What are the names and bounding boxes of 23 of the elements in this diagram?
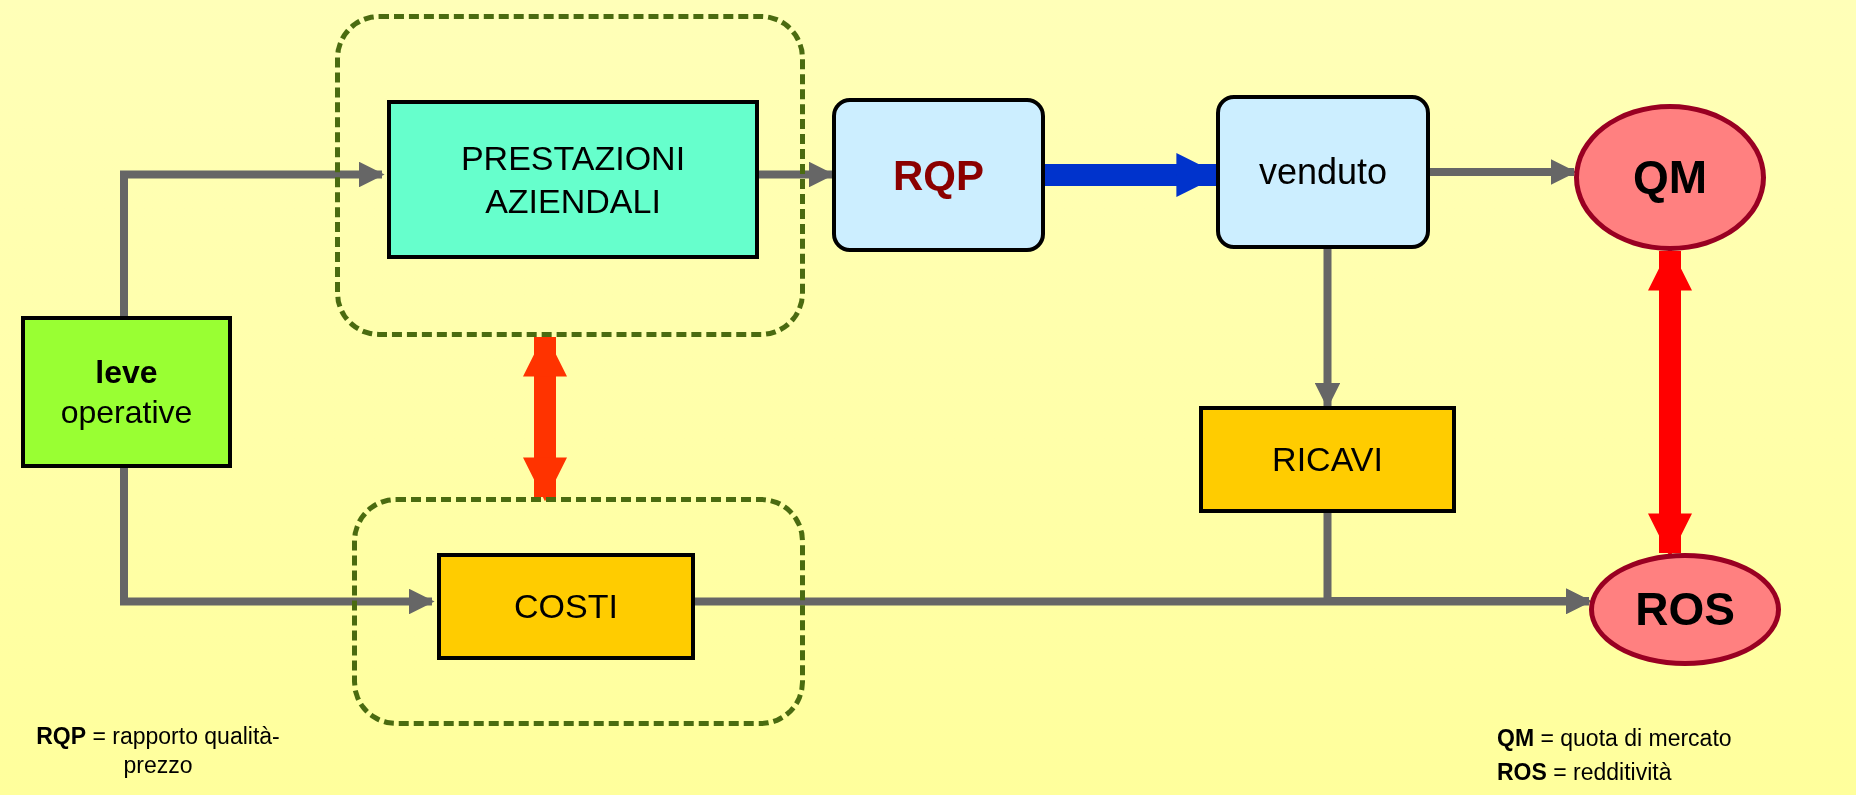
dashed-group xyxy=(352,497,805,726)
node-label: COSTI xyxy=(513,586,619,627)
process-box xyxy=(1199,406,1456,513)
process-box xyxy=(832,98,1045,252)
process-box xyxy=(387,100,759,259)
node-label: RQP xyxy=(892,150,985,201)
node-label: leve operative xyxy=(59,353,194,432)
arrow xyxy=(1314,249,1341,409)
arrow xyxy=(120,468,435,615)
node-label: QM xyxy=(1631,150,1709,205)
node-label: ROS xyxy=(1634,582,1736,637)
arrow xyxy=(1430,159,1577,185)
dashed-group xyxy=(335,14,805,337)
process-box xyxy=(21,316,232,468)
arrow xyxy=(120,161,385,316)
footnote: QM = quota di mercato xyxy=(1497,724,1733,753)
node-label: venduto xyxy=(1257,150,1389,194)
footnote: ROS = redditività xyxy=(1497,758,1673,787)
footnote: RQP = rapporto qualità-prezzo xyxy=(35,722,281,780)
process-box xyxy=(437,553,695,660)
process-box xyxy=(1216,95,1430,249)
node-label: RICAVI xyxy=(1271,439,1384,480)
node-label: PRESTAZIONI AZIENDALI xyxy=(459,138,687,222)
